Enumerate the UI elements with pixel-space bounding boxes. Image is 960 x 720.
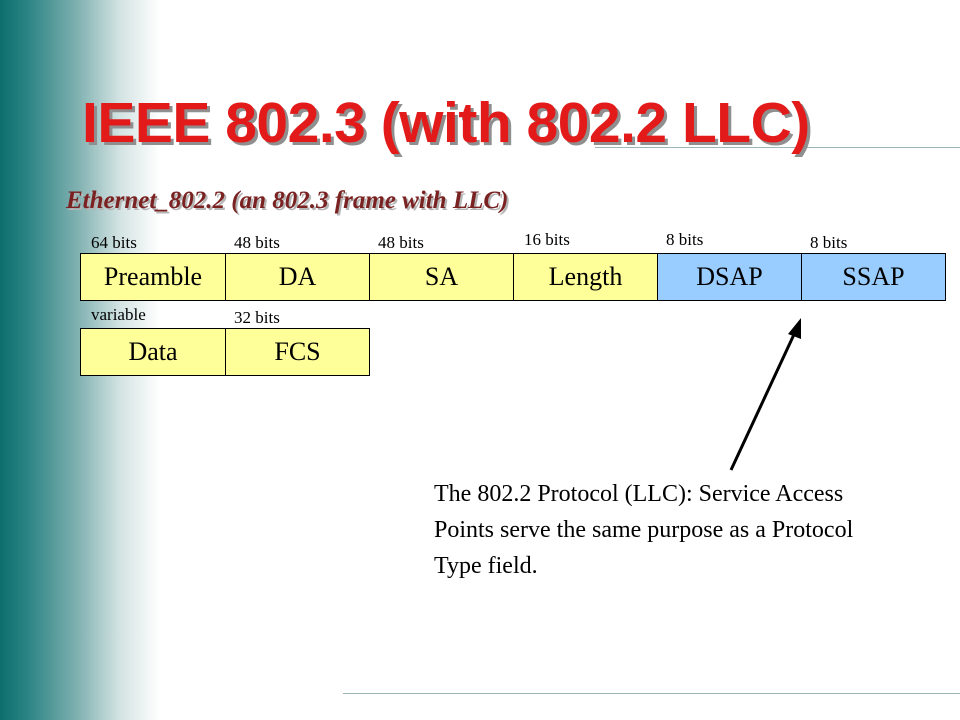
bits-label-preamble: 64 bits xyxy=(91,233,137,252)
arrow-head xyxy=(788,318,801,339)
field-data: Data xyxy=(80,328,226,376)
slide-subtitle: Ethernet_802.2 (an 802.3 frame with LLC) xyxy=(66,187,509,214)
field-dsap: DSAP xyxy=(657,253,802,301)
field-preamble: Preamble xyxy=(80,253,226,301)
field-length: Length xyxy=(513,253,658,301)
bits-label-length: 16 bits xyxy=(524,230,570,249)
bits-label-ssap: 8 bits xyxy=(810,233,848,252)
bits-label-da: 48 bits xyxy=(234,233,280,252)
bits-label-sa: 48 bits xyxy=(378,233,424,252)
slide-title: IEEE 802.3 (with 802.2 LLC) xyxy=(82,91,810,155)
arrow-line xyxy=(729,327,799,471)
bits-label-data: variable xyxy=(91,305,146,324)
footer-rule xyxy=(343,693,960,694)
field-fcs: FCS xyxy=(225,328,370,376)
field-ssap: SSAP xyxy=(801,253,946,301)
bits-label-fcs: 32 bits xyxy=(234,308,280,327)
title-rule xyxy=(595,147,960,148)
llc-annotation: The 802.2 Protocol (LLC): Service Access… xyxy=(434,481,854,579)
bits-label-dsap: 8 bits xyxy=(666,230,704,249)
